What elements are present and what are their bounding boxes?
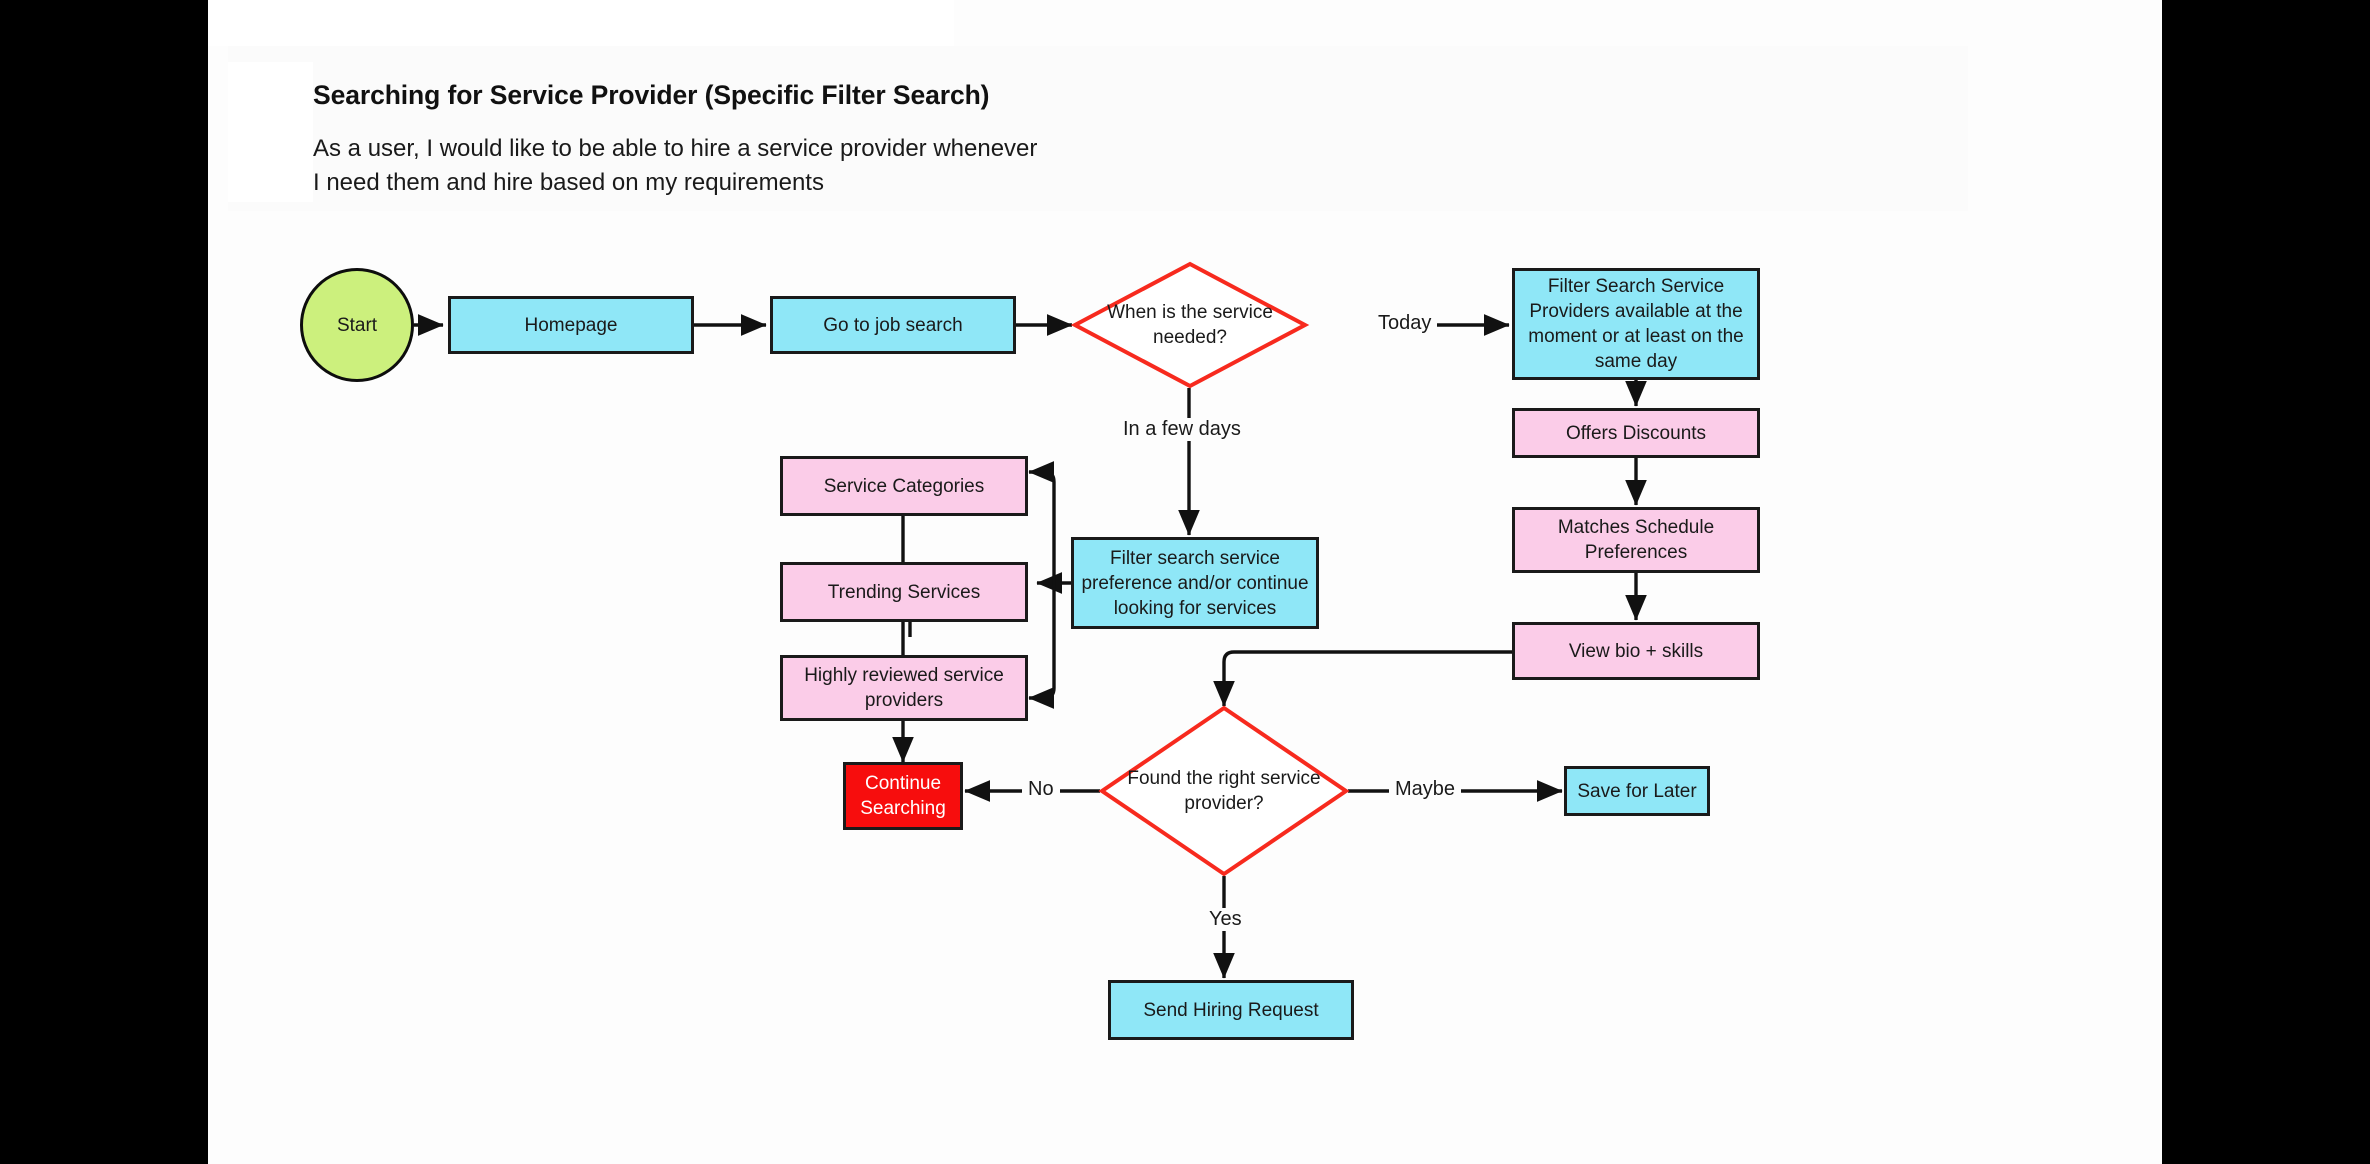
edge-label-today: Today: [1372, 312, 1438, 335]
header-left-strip: [228, 62, 313, 202]
node-save-for-later[interactable]: Save for Later: [1564, 766, 1710, 816]
node-start-label: Start: [336, 314, 378, 336]
node-service-categories-label: Service Categories: [823, 475, 985, 497]
node-trending-services-label: Trending Services: [827, 581, 981, 603]
edge-label-maybe: Maybe: [1389, 778, 1462, 801]
node-highly-reviewed-providers-label: Highly reviewed service providers: [804, 665, 1004, 711]
edge-label-yes: Yes: [1203, 908, 1248, 931]
header-card: [228, 46, 1968, 211]
node-filter-search-preference-label: Filter search service preference and/or …: [1081, 547, 1309, 619]
node-continue-searching-label: Continue Searching: [860, 773, 946, 819]
node-matches-schedule-preferences-label: Matches Schedule Preferences: [1557, 517, 1715, 563]
node-filter-search-today-label: Filter Search Service Providers availabl…: [1528, 276, 1744, 372]
edge-label-in-a-few-days: In a few days: [1117, 418, 1247, 441]
node-matches-schedule-preferences[interactable]: Matches Schedule Preferences: [1512, 507, 1760, 573]
node-view-bio-skills[interactable]: View bio + skills: [1512, 622, 1760, 680]
node-found-right-provider[interactable]: Found the right service provider?: [1098, 705, 1350, 877]
page-subtitle: As a user, I would like to be able to hi…: [313, 135, 1038, 196]
page-title: Searching for Service Provider (Specific…: [313, 80, 990, 110]
page-top-band: [208, 0, 954, 46]
edge-label-no: No: [1022, 778, 1060, 801]
node-send-hiring-request[interactable]: Send Hiring Request: [1108, 980, 1354, 1040]
node-homepage-label: Homepage: [524, 314, 618, 336]
node-homepage[interactable]: Homepage: [448, 296, 694, 354]
node-go-to-job-search-label: Go to job search: [823, 314, 963, 336]
node-save-for-later-label: Save for Later: [1577, 780, 1697, 802]
node-view-bio-skills-label: View bio + skills: [1568, 640, 1704, 662]
node-filter-search-preference[interactable]: Filter search service preference and/or …: [1071, 537, 1319, 629]
node-trending-services[interactable]: Trending Services: [780, 562, 1028, 622]
node-continue-searching[interactable]: Continue Searching: [843, 762, 963, 830]
node-go-to-job-search[interactable]: Go to job search: [770, 296, 1016, 354]
node-highly-reviewed-providers[interactable]: Highly reviewed service providers: [780, 655, 1028, 721]
node-start[interactable]: Start: [300, 268, 414, 382]
node-offers-discounts-label: Offers Discounts: [1565, 422, 1707, 444]
node-send-hiring-request-label: Send Hiring Request: [1143, 999, 1319, 1021]
node-filter-search-today[interactable]: Filter Search Service Providers availabl…: [1512, 268, 1760, 380]
node-offers-discounts[interactable]: Offers Discounts: [1512, 408, 1760, 458]
node-when-is-service-needed[interactable]: When is the service needed?: [1070, 261, 1310, 389]
node-service-categories[interactable]: Service Categories: [780, 456, 1028, 516]
